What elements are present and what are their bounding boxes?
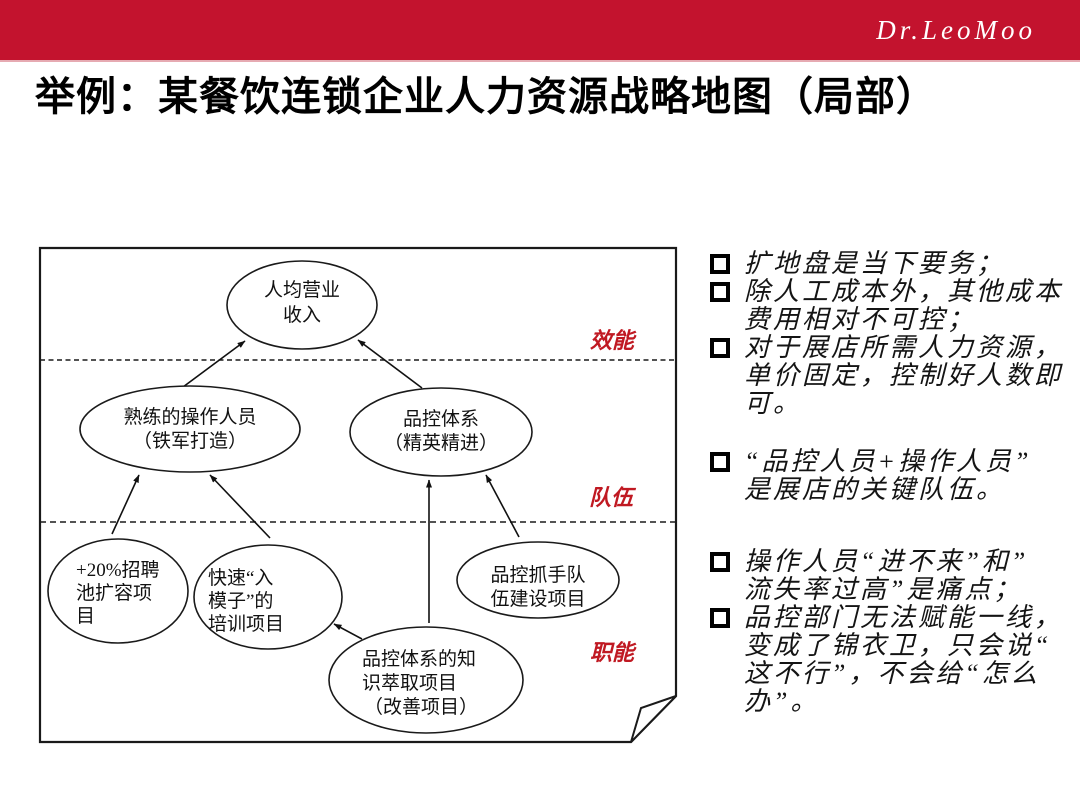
- arrow-recruit-to-operators: [111, 474, 140, 535]
- node-qcteam-line1: 品控抓手队: [490, 564, 585, 586]
- square-bullet-icon: [710, 552, 730, 572]
- node-qc-line2: （精英精进）: [384, 432, 498, 454]
- node-knowledge-ellipse: [328, 626, 524, 734]
- node-training-line2: 模子”的: [208, 590, 273, 612]
- notes-column: 扩地盘是当下要务； 除人工成本外，其他成本 费用相对不可控； 对于展店所需人力资…: [710, 250, 1066, 716]
- list-item: 对于展店所需人力资源， 单价固定，控制好人数即 可。: [710, 334, 1066, 418]
- node-training-line1: 快速“入: [208, 567, 273, 589]
- layer-label-function: 职能: [590, 640, 637, 665]
- node-revenue-ellipse: [226, 260, 378, 350]
- page-title: 举例：某餐饮连锁企业人力资源战略地图（局部）: [35, 75, 937, 119]
- note-text: 品控部门无法赋能一线， 变成了锦衣卫，只会说“ 这不行”，不会给“怎么 办”。: [744, 603, 1064, 716]
- strategy-map-svg: 人均营业 收入 熟练的操作人员 （铁军打造） 品控体系 （精英精进） 品控抓手队…: [38, 246, 678, 744]
- node-knowledge-line3: （改善项目）: [364, 696, 478, 718]
- node-knowledge-line1: 品控体系的知: [362, 648, 476, 670]
- arrow-qcteam-to-qc: [485, 474, 520, 538]
- note-text: 除人工成本外，其他成本 费用相对不可控；: [744, 277, 1064, 334]
- list-item: 扩地盘是当下要务；: [710, 250, 1066, 278]
- node-revenue-line1: 人均营业: [264, 279, 340, 301]
- node-recruit-line1: +20%招聘: [76, 559, 160, 581]
- arrows: [111, 339, 520, 640]
- strategy-map-diagram: 人均营业 收入 熟练的操作人员 （铁军打造） 品控体系 （精英精进） 品控抓手队…: [38, 245, 678, 745]
- note-text: 操作人员“进不来”和” 流失率过高”是痛点；: [744, 547, 1029, 604]
- arrow-training-to-operators: [209, 474, 271, 539]
- node-training-line3: 培训项目: [208, 613, 284, 635]
- notes-list: 扩地盘是当下要务； 除人工成本外，其他成本 费用相对不可控； 对于展店所需人力资…: [710, 250, 1066, 716]
- note-text: 对于展店所需人力资源， 单价固定，控制好人数即 可。: [744, 333, 1064, 418]
- square-bullet-icon: [710, 452, 730, 472]
- header-bar: Dr.LeoMoo: [0, 0, 1080, 62]
- node-knowledge-line2: 识萃取项目: [362, 672, 457, 694]
- arrow-knowledge-to-training: [333, 623, 363, 640]
- node-revenue-line2: 收入: [283, 304, 321, 326]
- node-qcteam-line2: 伍建设项目: [490, 588, 585, 610]
- layer-label-efficiency: 效能: [590, 328, 637, 353]
- arrow-qc-to-revenue: [357, 339, 423, 389]
- node-operators-line2: （铁军打造）: [133, 430, 247, 452]
- layer-label-team: 队伍: [589, 485, 637, 510]
- node-recruit-ellipse: [47, 538, 189, 644]
- folded-corner-icon: [630, 695, 677, 743]
- node-qc-ellipse: [349, 387, 533, 477]
- node-operators-line1: 熟练的操作人员: [123, 406, 256, 428]
- list-item: 操作人员“进不来”和” 流失率过高”是痛点；: [710, 548, 1066, 604]
- note-text: “品控人员+操作人员” 是展店的关键队伍。: [744, 447, 1032, 504]
- square-bullet-icon: [710, 608, 730, 628]
- arrow-operators-to-revenue: [182, 340, 246, 388]
- node-qc-line1: 品控体系: [403, 408, 479, 430]
- list-item: “品控人员+操作人员” 是展店的关键队伍。: [710, 448, 1066, 504]
- node-recruit-line3: 目: [76, 606, 95, 627]
- brand-logo-text: Dr.LeoMoo: [876, 14, 1036, 45]
- node-recruit-line2: 池扩容项: [76, 582, 152, 604]
- note-text: 扩地盘是当下要务；: [744, 249, 1006, 278]
- square-bullet-icon: [710, 282, 730, 302]
- list-item: 除人工成本外，其他成本 费用相对不可控；: [710, 278, 1066, 334]
- node-qcteam-ellipse: [456, 541, 620, 619]
- node-training-ellipse: [193, 544, 343, 650]
- list-item: 品控部门无法赋能一线， 变成了锦衣卫，只会说“ 这不行”，不会给“怎么 办”。: [710, 604, 1066, 716]
- square-bullet-icon: [710, 254, 730, 274]
- square-bullet-icon: [710, 338, 730, 358]
- node-operators-ellipse: [79, 385, 301, 473]
